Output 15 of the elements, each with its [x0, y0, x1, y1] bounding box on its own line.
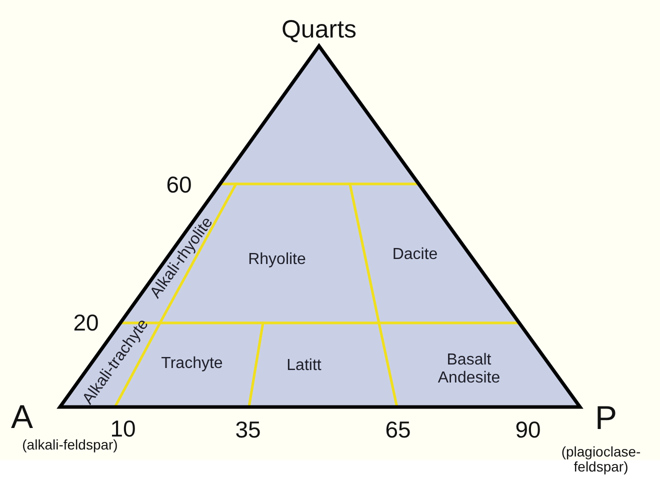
- corner-caption: (alkali-feldspar): [22, 437, 118, 453]
- apex-label: Quarts: [281, 16, 357, 44]
- tick-label: 90: [515, 417, 541, 443]
- classification-field: [350, 184, 519, 323]
- corner-caption: (plagioclase- feldspar): [561, 444, 641, 476]
- field-name: Trachyte: [161, 355, 223, 373]
- tick-label: 35: [235, 417, 261, 443]
- field-name: Rhyolite: [248, 251, 306, 269]
- field-name: Latitt: [286, 357, 322, 375]
- tick-label: 65: [385, 417, 411, 443]
- field-name: Basalt Andesite: [438, 351, 500, 387]
- corner-label: P: [595, 400, 617, 436]
- corner-label: A: [11, 398, 33, 436]
- tick-label: 60: [166, 172, 192, 198]
- field-name: Dacite: [392, 246, 438, 264]
